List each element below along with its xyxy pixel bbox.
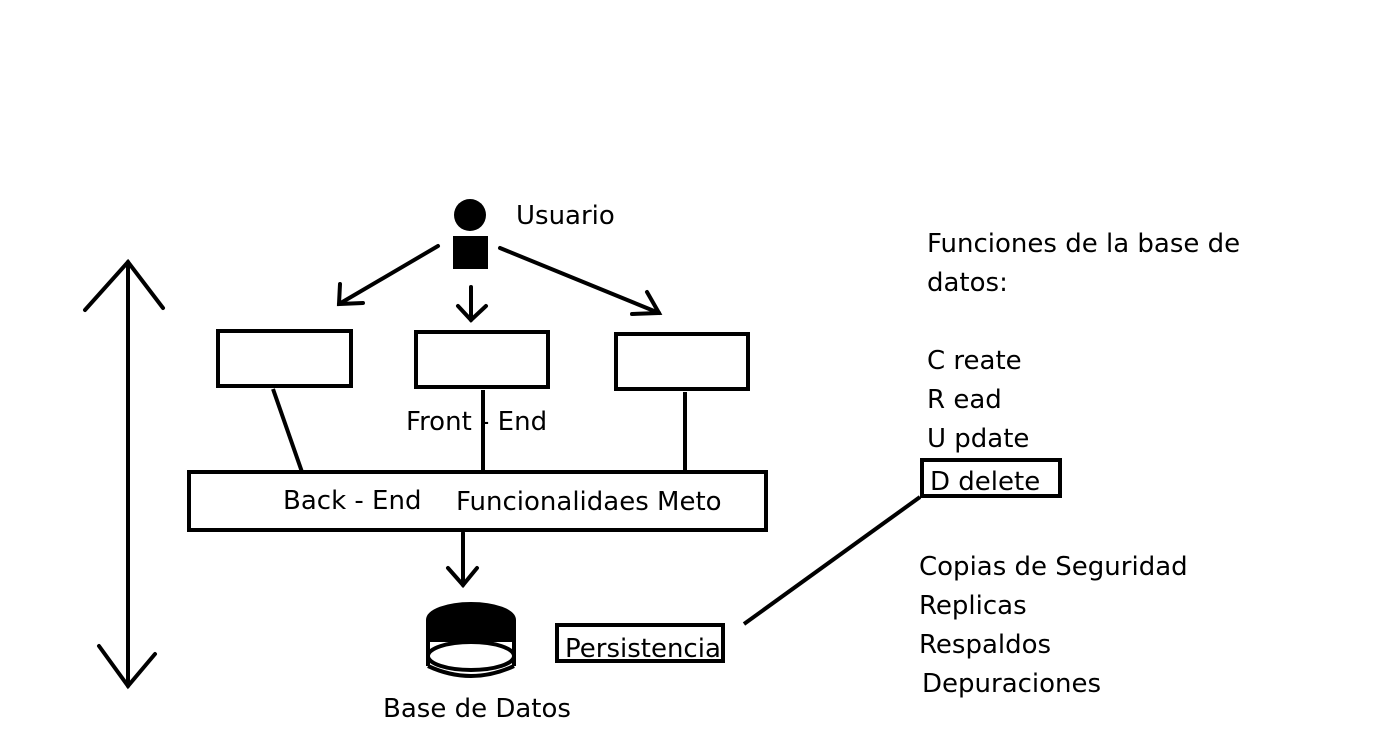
front-end-box-left — [216, 329, 353, 388]
backend-db-arrow — [446, 531, 479, 589]
persistencia-box: Persistencia — [555, 623, 725, 664]
funcionalidades-label: Funcionalidaes Meto — [456, 487, 722, 517]
front-end-box-right — [614, 332, 750, 391]
persistencia-connector — [742, 495, 922, 626]
funciones-title-line2: datos: — [927, 268, 1008, 298]
front-end-label: Front - End — [406, 407, 548, 437]
front-end-box-center — [414, 330, 550, 389]
database-icon — [426, 602, 516, 678]
user-icon — [453, 199, 488, 269]
extra-replicas: Replicas — [919, 591, 1027, 621]
base-de-datos-label: Base de Datos — [383, 694, 571, 724]
extra-copias: Copias de Seguridad — [919, 552, 1188, 582]
vertical-double-arrow — [83, 258, 165, 690]
extra-respaldos: Respaldos — [919, 630, 1052, 660]
extra-depuraciones: Depuraciones — [922, 669, 1102, 699]
funciones-title-line1: Funciones de la base de — [927, 229, 1241, 259]
crud-update: U pdate — [927, 424, 1030, 454]
crud-create: C reate — [927, 346, 1022, 376]
usuario-label: Usuario — [516, 201, 615, 231]
back-end-label: Back - End — [283, 486, 422, 516]
front-end-boxes — [216, 329, 750, 391]
frontend-backend-connectors — [271, 388, 687, 473]
back-end-box — [187, 470, 768, 532]
user-arrows — [336, 244, 663, 323]
crud-delete-box: D delete — [920, 458, 1062, 498]
crud-read: R ead — [927, 385, 1002, 415]
